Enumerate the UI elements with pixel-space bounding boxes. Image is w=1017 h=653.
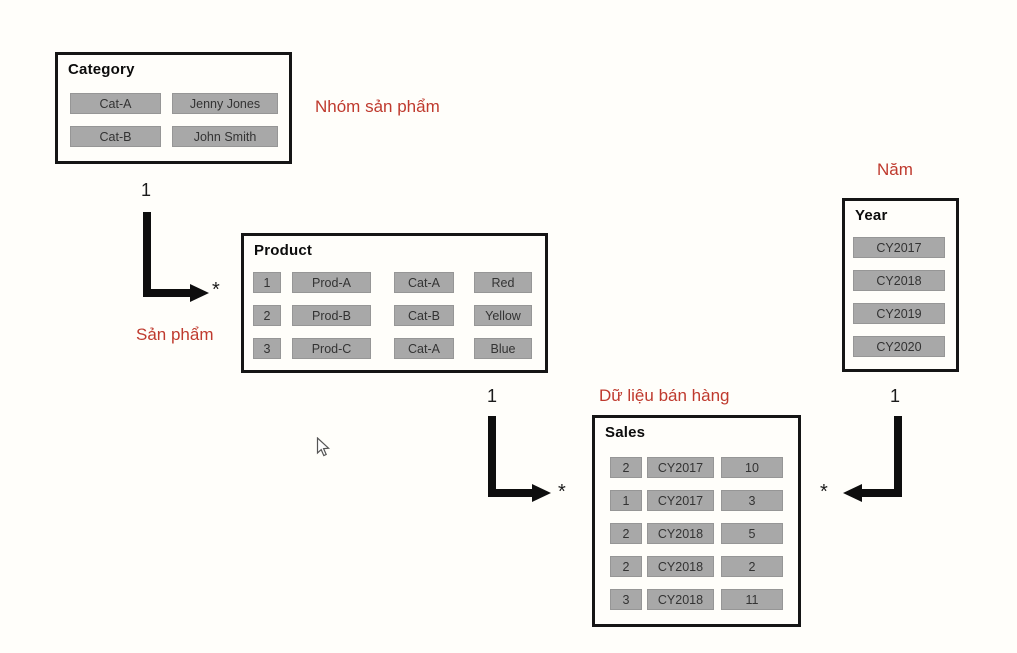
table-cell: Cat-B [70,126,161,147]
category-table: Category Cat-A Jenny Jones Cat-B John Sm… [55,52,292,164]
table-cell: 3 [253,338,281,359]
table-cell: 1 [253,272,281,293]
table-cell: 2 [721,556,783,577]
relationship-line-product-sales [488,489,532,497]
cardinality-one-product: 1 [487,386,498,406]
table-cell: Cat-A [70,93,161,114]
table-cell: 3 [610,589,642,610]
year-table-title: Year [855,207,888,224]
table-cell: CY2017 [647,457,714,478]
relationship-line-category-product [143,289,190,297]
relationship-line-year-sales [861,489,902,497]
table-cell: CY2018 [647,523,714,544]
relationship-line-year-sales [894,416,902,497]
sales-table-title: Sales [605,424,646,441]
table-cell: Prod-C [292,338,371,359]
table-cell: CY2018 [853,270,945,291]
table-cell: 1 [610,490,642,511]
annotation-product: Sản phẩm [136,325,214,344]
table-cell: Cat-A [394,272,454,293]
cardinality-many-sales-right: * [820,481,828,503]
table-cell: John Smith [172,126,278,147]
table-cell: CY2019 [853,303,945,324]
table-cell: 10 [721,457,783,478]
table-cell: Blue [474,338,532,359]
relationship-line-category-product [143,212,151,297]
table-cell: CY2017 [853,237,945,258]
table-cell: Cat-B [394,305,454,326]
table-cell: Yellow [474,305,532,326]
table-cell: Prod-B [292,305,371,326]
sales-table: Sales 2 CY2017 10 1 CY2017 3 2 CY2018 5 … [592,415,801,627]
mouse-cursor-icon [316,436,331,463]
table-cell: CY2017 [647,490,714,511]
table-cell: 5 [721,523,783,544]
table-cell: Jenny Jones [172,93,278,114]
category-table-title: Category [68,61,135,78]
cardinality-many-sales-left: * [558,481,566,503]
table-cell: 2 [610,556,642,577]
product-table: Product 1 Prod-A Cat-A Red 2 Prod-B Cat-… [241,233,548,373]
annotation-year: Năm [877,160,913,179]
cardinality-one-year: 1 [890,386,901,406]
table-cell: 2 [253,305,281,326]
table-cell: 11 [721,589,783,610]
relationship-line-product-sales [488,416,496,497]
arrowhead-icon [190,284,209,302]
table-cell: CY2020 [853,336,945,357]
arrowhead-icon [843,484,862,502]
table-cell: 2 [610,457,642,478]
table-cell: CY2018 [647,556,714,577]
arrowhead-icon [532,484,551,502]
cardinality-many-product: * [212,279,220,301]
table-cell: 2 [610,523,642,544]
annotation-category: Nhóm sản phẩm [315,97,440,116]
product-table-title: Product [254,242,313,259]
table-cell: CY2018 [647,589,714,610]
table-cell: 3 [721,490,783,511]
table-cell: Cat-A [394,338,454,359]
cardinality-one-category: 1 [141,180,152,200]
table-cell: Prod-A [292,272,371,293]
annotation-sales: Dữ liệu bán hàng [599,386,730,405]
year-table: Year CY2017 CY2018 CY2019 CY2020 [842,198,959,372]
table-cell: Red [474,272,532,293]
